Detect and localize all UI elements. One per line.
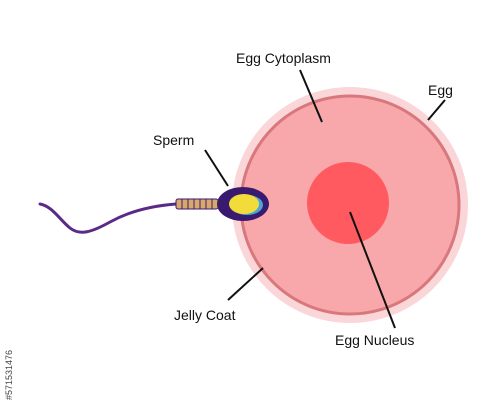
label-egg: Egg: [428, 82, 453, 98]
leader-line-egg: [427, 99, 446, 121]
sperm-tail: [38, 202, 178, 234]
stock-id-text: #571531476: [4, 349, 14, 400]
label-jelly-coat: Jelly Coat: [174, 307, 236, 323]
sperm-head: [217, 187, 269, 221]
egg-nucleus: [307, 162, 389, 244]
sperm-midpiece: [175, 198, 219, 210]
label-sperm: Sperm: [153, 132, 194, 148]
label-egg-cytoplasm: Egg Cytoplasm: [236, 50, 331, 66]
leader-line-sperm: [204, 149, 229, 187]
leader-line-jelly-coat: [227, 267, 264, 301]
leader-line-cytoplasm: [299, 69, 323, 123]
leader-line-nucleus: [349, 211, 396, 329]
label-egg-nucleus: Egg Nucleus: [335, 332, 414, 348]
